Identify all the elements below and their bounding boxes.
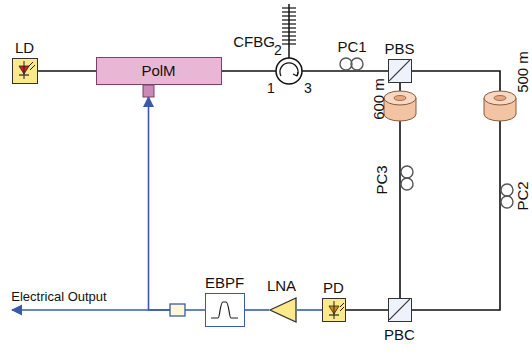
filter-curve bbox=[206, 294, 243, 325]
component-label: PD bbox=[323, 279, 344, 296]
polarization-controller bbox=[401, 166, 413, 190]
circulator-symbol bbox=[276, 58, 302, 84]
polarization-controller bbox=[340, 58, 363, 70]
component-label: LNA bbox=[267, 277, 296, 294]
amplifier-triangle: LNA bbox=[269, 297, 297, 323]
part-label: PC3 bbox=[373, 165, 390, 194]
amplifier-outline bbox=[269, 297, 297, 323]
electrical-connector bbox=[149, 97, 206, 310]
polarization-modulator: PolM bbox=[96, 57, 222, 85]
bandpass-filter: EBPF bbox=[205, 293, 245, 327]
part-label: PC2 bbox=[514, 181, 531, 210]
laser-diode: LD bbox=[12, 58, 38, 84]
output-arrow bbox=[12, 309, 170, 311]
component-label: EBPF bbox=[205, 274, 244, 291]
electrical-connector bbox=[297, 309, 322, 311]
port-number: 3 bbox=[304, 80, 312, 97]
fiber-spool bbox=[484, 91, 516, 121]
polarization-controller bbox=[501, 184, 513, 208]
part-label: 600 m bbox=[370, 78, 387, 120]
rf-electrode bbox=[143, 85, 154, 97]
port-number: 2 bbox=[274, 42, 282, 59]
part-label: CFBG bbox=[233, 33, 275, 50]
part-label: Electrical Output bbox=[11, 288, 106, 305]
component-label: PolM bbox=[141, 62, 175, 79]
splitter-diagonal bbox=[389, 299, 410, 320]
fiber-spool bbox=[384, 91, 416, 121]
electrical-coupler bbox=[170, 304, 185, 316]
part-label: 500 m bbox=[514, 51, 531, 93]
cfbg-grating bbox=[282, 8, 296, 44]
photodiode-icon bbox=[323, 299, 344, 320]
splitter-diagonal bbox=[389, 60, 410, 81]
fiber-connector bbox=[38, 70, 96, 72]
component-label: LD bbox=[15, 39, 34, 56]
component-label: PBS bbox=[385, 40, 415, 57]
photodetector: PD bbox=[322, 298, 346, 322]
beam-splitter: PBS bbox=[388, 59, 412, 83]
port-number: 1 bbox=[267, 80, 275, 97]
beam-combiner: PBC bbox=[388, 298, 412, 322]
fiber-line bbox=[222, 70, 276, 72]
fiber-connector bbox=[346, 309, 388, 311]
component-label: PBC bbox=[384, 326, 415, 343]
laser-icon bbox=[13, 59, 36, 82]
electrical-connector bbox=[245, 309, 269, 311]
part-label: PC1 bbox=[337, 38, 366, 55]
